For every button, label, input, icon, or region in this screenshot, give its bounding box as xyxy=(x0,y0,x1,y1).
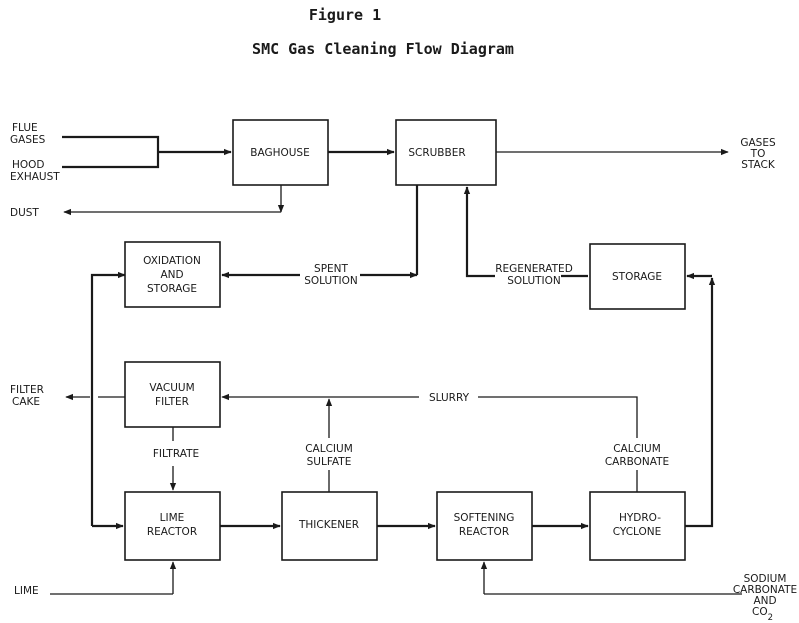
lime-reactor-label-1: LIME xyxy=(160,512,185,524)
oxidation-label-2: AND xyxy=(160,269,183,281)
diagram-title: SMC Gas Cleaning Flow Diagram xyxy=(252,40,514,58)
baghouse-label: BAGHOUSE xyxy=(250,147,309,159)
sodium-carbonate-label-1: SODIUM xyxy=(744,573,787,585)
regenerated-solution-label-2: SOLUTION xyxy=(507,275,561,287)
softening-reactor-box xyxy=(436,491,533,561)
hydrocyclone-label-2: CYCLONE xyxy=(613,526,662,538)
storage-box xyxy=(589,243,686,310)
hydrocyclone-box xyxy=(589,491,686,561)
flue-gases-label-2: GASES xyxy=(10,134,46,146)
gases-to-stack-label-2: TO xyxy=(750,148,766,160)
co2-subscript: 2 xyxy=(768,613,773,623)
hood-exhaust-label-2: EXHAUST xyxy=(10,171,60,183)
filter-cake-label-1: FILTER xyxy=(10,384,44,396)
spent-solution-label-2: SOLUTION xyxy=(304,275,358,287)
slurry-line-right xyxy=(478,396,638,438)
flue-gases-label-1: FLUE xyxy=(12,122,38,134)
flue-gases-line xyxy=(62,135,160,152)
slurry-label: SLURRY xyxy=(429,392,470,404)
sodium-carbonate-label-3: AND xyxy=(753,595,776,607)
regenerated-solution-label-1: REGENERATED xyxy=(495,263,573,275)
gases-to-stack-label-1: GASES xyxy=(740,137,776,149)
thickener-box xyxy=(281,491,378,561)
hood-exhaust-label-1: HOOD xyxy=(12,159,45,171)
thickener-label: THICKENER xyxy=(298,519,359,531)
vacuum-filter-box xyxy=(124,361,221,428)
sodium-carbonate-label-2: CARBONATE xyxy=(733,584,797,596)
lime-input-label: LIME xyxy=(14,585,39,597)
scrubber-box xyxy=(395,119,497,186)
softening-label-2: REACTOR xyxy=(459,526,509,538)
spent-solution-label-1: SPENT xyxy=(314,263,348,275)
hood-exhaust-line xyxy=(62,152,160,169)
figure-label: Figure 1 xyxy=(309,6,381,24)
vacuum-label-2: FILTER xyxy=(155,396,189,408)
co2-text: CO xyxy=(752,606,768,618)
filter-cake-label-2: CAKE xyxy=(12,396,40,408)
oxidation-storage-box xyxy=(124,241,221,308)
vacuum-label-1: VACUUM xyxy=(149,382,194,394)
co2-label: CO2 xyxy=(752,606,773,623)
scrubber-label: SCRUBBER xyxy=(408,147,465,159)
calcium-carbonate-label-1: CALCIUM xyxy=(613,443,661,455)
softening-label-1: SOFTENING xyxy=(454,512,515,524)
hydrocyclone-to-storage-line xyxy=(685,277,716,528)
oxidation-to-lime-line xyxy=(90,271,126,526)
calcium-sulfate-label-1: CALCIUM xyxy=(305,443,353,455)
oxidation-label-3: STORAGE xyxy=(147,283,197,295)
baghouse-box xyxy=(232,119,329,186)
regenerated-arrow xyxy=(463,186,495,278)
dust-label: DUST xyxy=(10,207,39,219)
calcium-sulfate-label-2: SULFATE xyxy=(307,456,352,468)
oxidation-label-1: OXIDATION xyxy=(143,255,201,267)
hydrocyclone-label-1: HYDRO- xyxy=(619,512,661,524)
lime-reactor-box xyxy=(124,491,221,561)
gases-to-stack-label-3: STACK xyxy=(741,159,776,171)
storage-label: STORAGE xyxy=(612,271,662,283)
calcium-carbonate-label-2: CARBONATE xyxy=(605,456,669,468)
filtrate-label: FILTRATE xyxy=(153,448,199,460)
lime-reactor-label-2: REACTOR xyxy=(147,526,197,538)
